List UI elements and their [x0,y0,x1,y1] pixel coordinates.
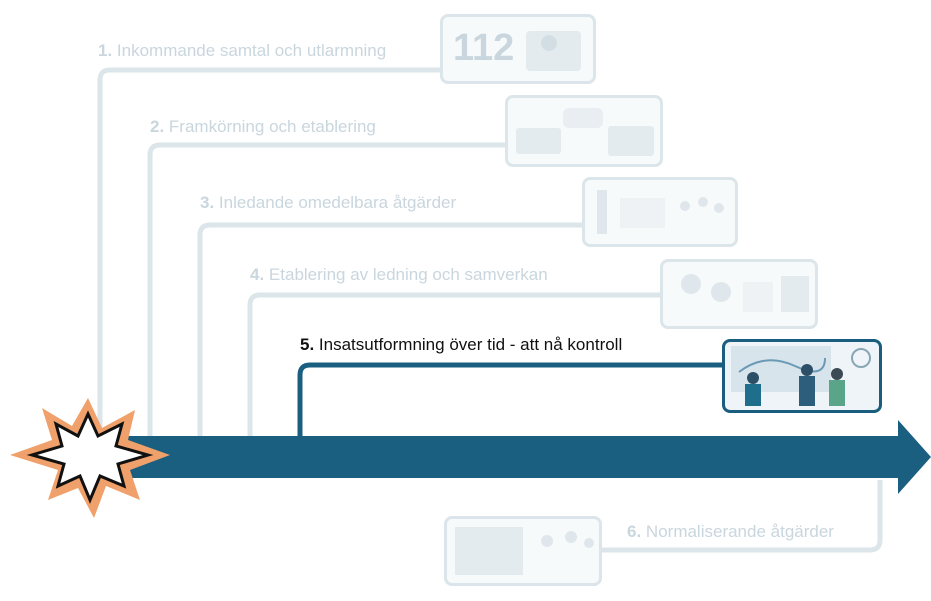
stage-2-number: 2. [150,117,165,136]
incident-burst-inner-icon [26,410,154,504]
timeline-bar [120,436,900,478]
stage-1-label: 1. Inkommande samtal och utlarmning [98,41,386,61]
stage-5-label: 5. Insatsutformning över tid - att nå ko… [300,335,622,355]
command-coordination-icon [681,274,809,312]
stage-2-label: 2. Framkörning och etablering [150,117,376,137]
stage-1-connector [97,67,440,445]
stage-1-number: 1. [98,41,113,60]
stage-6-text: Normaliserande åtgärder [645,522,834,541]
stage-4-number: 4. [250,265,265,284]
stage-4-label: 4. Etablering av ledning och samverkan [250,265,548,285]
stage-3-number: 3. [200,193,215,212]
planning-team-icon [731,346,871,406]
stage-5-text: Insatsutformning över tid - att nå kontr… [318,335,623,354]
stage-2-connector [147,142,505,445]
stage-4-connector [247,292,660,445]
stage-3-label: 3. Inledande omedelbara åtgärder [200,193,456,213]
stage-6-number: 6. [627,522,642,541]
stage-6-thumbnail [444,516,602,586]
stage-6-connector [600,480,883,553]
stage-2-thumbnail [505,95,663,167]
stage-3-text: Inledande omedelbara åtgärder [218,193,457,212]
media-and-handover-icon [455,527,594,575]
stage-5-thumbnail [722,339,882,413]
stage-1-thumbnail: 112 [440,14,596,84]
timeline-arrowhead [898,420,931,494]
police-and-people-icon [597,190,724,234]
emergency-vehicles-icon [516,108,654,156]
stage-5-connector [297,362,724,440]
stage-3-connector [197,222,582,445]
stage-6-label: 6. Normaliserande åtgärder [627,522,834,542]
stage-4-thumbnail [660,259,818,329]
stage-3-thumbnail [582,177,738,247]
stage-1-text: Inkommande samtal och utlarmning [116,41,387,60]
stage-5-number: 5. [300,335,315,354]
stage-2-text: Framkörning och etablering [168,117,376,136]
dispatch-operator-icon [526,31,581,71]
emergency-number-text: 112 [453,27,515,69]
stage-4-text: Etablering av ledning och samverkan [268,265,548,284]
